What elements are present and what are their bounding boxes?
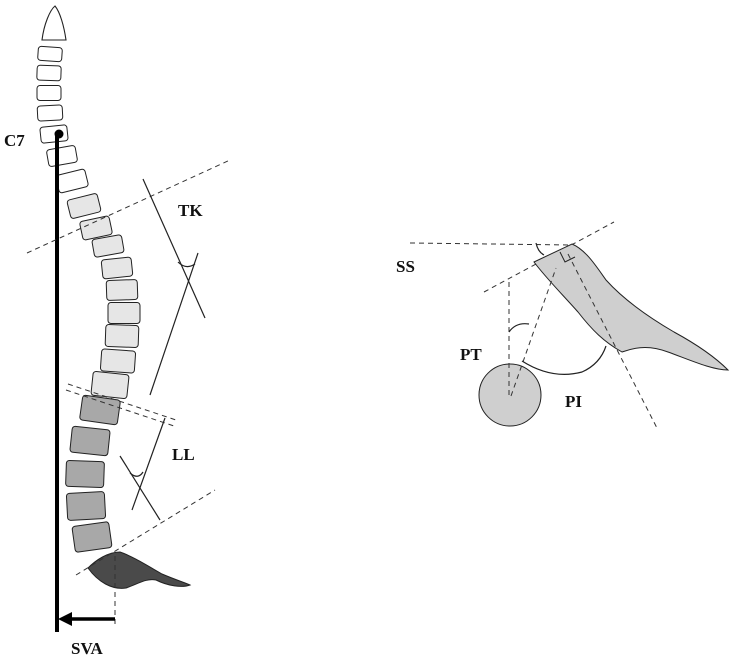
dens [41, 5, 67, 41]
vertebra-7 [55, 168, 89, 194]
vertebra-16 [90, 370, 130, 400]
t12-endplate-line-2 [65, 389, 175, 427]
vertebra-4 [36, 104, 64, 122]
vertebra-15 [99, 348, 137, 374]
tk-perp-upper [142, 178, 206, 319]
ll-perp-lower [119, 455, 161, 521]
vertebra-1 [37, 45, 63, 63]
label-ss: SS [396, 257, 415, 276]
label-c7: C7 [4, 131, 25, 150]
vertebra-6 [46, 145, 78, 167]
vertebra-20 [65, 491, 107, 521]
pi-angle-arc [521, 345, 607, 375]
label-sva: SVA [71, 639, 104, 658]
spine [36, 5, 141, 553]
vertebra-9 [79, 215, 113, 241]
vertebra-17 [79, 394, 121, 426]
vertebra-11 [100, 256, 134, 280]
vertebra-13 [107, 302, 141, 324]
label-tk: TK [178, 201, 203, 220]
pt-oblique-line [510, 267, 557, 397]
ss-horizontal-line [409, 242, 573, 246]
right-angle-marker [559, 251, 576, 263]
vertebra-18 [69, 425, 111, 457]
vertebra-2 [36, 64, 62, 82]
vertebral-column [36, 45, 141, 553]
vertebra-5 [39, 124, 69, 144]
label-pi: PI [565, 392, 582, 411]
t12-endplate-line-1 [67, 383, 177, 421]
t4-endplate-line [26, 159, 231, 254]
femoral-head [478, 363, 542, 427]
c7-marker [54, 129, 64, 139]
vertebra-8 [66, 193, 102, 219]
ss-angle-arc [535, 242, 545, 256]
ll-angle-arc [129, 471, 144, 477]
vertebra-14 [104, 324, 140, 348]
pi-perpendicular-line [567, 253, 659, 431]
ll-perp-upper [131, 417, 166, 511]
vertebra-3 [36, 85, 62, 101]
vertebra-19 [65, 459, 105, 489]
tk-angle-arc [177, 261, 196, 268]
sacrum-right [533, 243, 730, 371]
sacrum-left [87, 551, 192, 589]
pt-angle-arc [508, 323, 530, 333]
vertebra-21 [71, 521, 113, 553]
label-ll: LL [172, 445, 195, 464]
label-pt: PT [460, 345, 482, 364]
vertebra-12 [105, 279, 139, 301]
s1-endplate-line [75, 489, 216, 576]
vertebra-10 [91, 234, 125, 258]
pelvis [409, 221, 730, 431]
sva-arrow-head [58, 612, 72, 626]
tk-perp-lower [149, 252, 199, 396]
